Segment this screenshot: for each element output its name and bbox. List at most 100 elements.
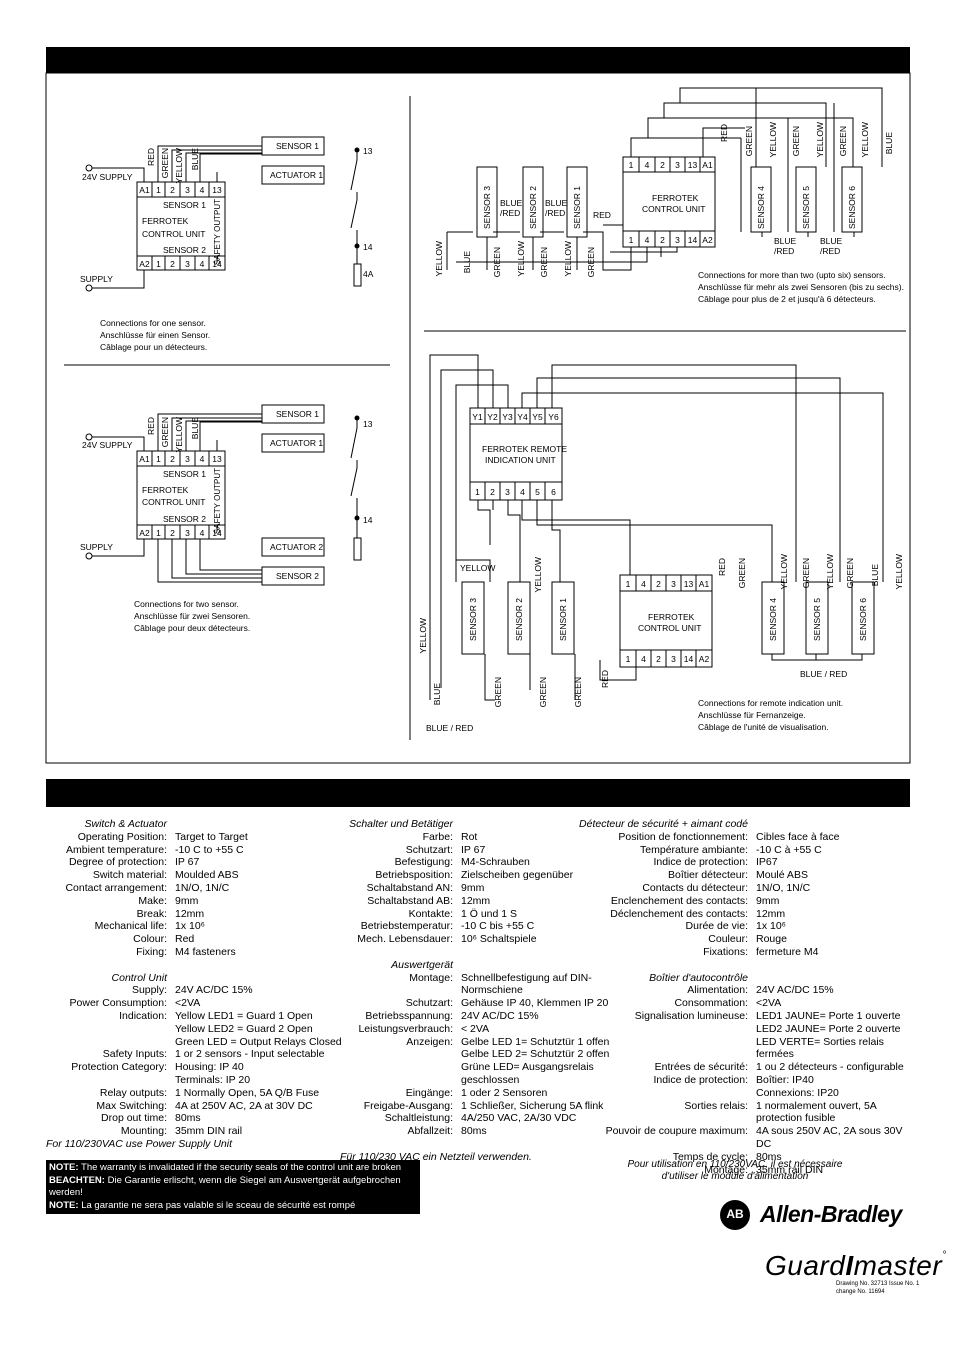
note-fr: NOTE: La garantie ne sera pas valable si… bbox=[49, 1200, 417, 1213]
spec-label: Contacts du détecteur: bbox=[642, 881, 748, 894]
spec-row: Contact arrangement:1N/O, 1N/C bbox=[46, 882, 346, 895]
terminal: 2 bbox=[490, 487, 495, 497]
note-text: Die Garantie erlischt, wenn die Siegel a… bbox=[49, 1174, 401, 1199]
spec-value: 24V AC/DC 15% bbox=[461, 1009, 539, 1022]
d2-unit-sensor2: SENSOR 2 bbox=[163, 514, 206, 524]
terminal: 3 bbox=[185, 454, 190, 464]
sensor4-d4 bbox=[761, 581, 785, 655]
spec-row: Position de fonctionnement:Cibles face à… bbox=[560, 831, 910, 844]
d3-sensor4: SENSOR 4 bbox=[756, 186, 766, 229]
actuator2-box-2 bbox=[261, 537, 325, 557]
spec-label: Position de fonctionnement: bbox=[618, 830, 748, 843]
spec-value: Rot bbox=[461, 830, 478, 843]
spec-value: 1x 10⁶ bbox=[756, 920, 787, 933]
d1-actuator-label: ACTUATOR 1 bbox=[270, 170, 324, 180]
d3-sensor2: SENSOR 2 bbox=[528, 186, 538, 229]
spec-value: LED1 JAUNE= Porte 1 ouverte bbox=[756, 1009, 901, 1022]
caption-line: Connections for remote indication unit. bbox=[698, 698, 844, 708]
spec-value: M4 fasteners bbox=[175, 945, 236, 958]
spec-row: Terminals: IP 20 bbox=[46, 1074, 346, 1087]
note-label: NOTE: bbox=[49, 1162, 79, 1173]
spec-value: LED VERTE= Sorties relais fermées bbox=[756, 1035, 884, 1061]
d4-sensor1: SENSOR 1 bbox=[558, 598, 568, 641]
spec-row: Fixing:M4 fasteners bbox=[46, 946, 346, 959]
d2-wire-red: RED bbox=[146, 417, 156, 435]
spec-row: Fixations:fermeture M4 bbox=[560, 946, 910, 959]
d4-unit-name2: CONTROL UNIT bbox=[638, 623, 702, 633]
spec-label: Für 110/230 VAC ein Netzteil verwenden. bbox=[340, 1150, 532, 1163]
spec-value: protection fusible bbox=[756, 1112, 836, 1125]
sensor5-d3 bbox=[795, 166, 817, 233]
spec-label: Couleur: bbox=[708, 933, 748, 946]
d3-wire-bottom: YELLOW bbox=[563, 241, 573, 277]
terminal: A2 bbox=[698, 654, 710, 664]
terminal: 1 bbox=[156, 259, 161, 269]
spec-label: Sorties relais: bbox=[684, 1099, 748, 1112]
spec-label: Mounting: bbox=[120, 1125, 167, 1138]
spec-value: 9mm bbox=[175, 894, 199, 907]
spec-row: Betriebsposition:Zielscheiben gegenüber bbox=[340, 869, 640, 882]
d1-supply-top: 24V SUPPLY bbox=[82, 172, 133, 182]
note-de: BEACHTEN: Die Garantie erlischt, wenn di… bbox=[49, 1175, 417, 1200]
spec-row: For 110/230VAC use Power Supply Unit bbox=[46, 1138, 346, 1151]
terminal: 1 bbox=[628, 235, 634, 245]
d1-safety-output: SAFETY OUTPUT bbox=[213, 199, 222, 266]
d3-sensor1: SENSOR 1 bbox=[572, 186, 582, 229]
spec-value: LED2 JAUNE= Porte 2 ouverte bbox=[756, 1022, 901, 1035]
spec-label: Make: bbox=[138, 894, 167, 907]
d2-actuator1-label: ACTUATOR 1 bbox=[270, 438, 324, 448]
spec-value: <2VA bbox=[175, 997, 201, 1010]
spec-row: Make: 9mm bbox=[46, 895, 346, 908]
spec-row: Green LED = Output Relays Closed bbox=[46, 1036, 346, 1049]
spec-label: Indice de protection: bbox=[653, 856, 748, 869]
terminal: 2 bbox=[170, 259, 175, 269]
terminal: 3 bbox=[185, 185, 190, 195]
spec-row: Durée de vie:1x 10⁶ bbox=[560, 920, 910, 933]
spec-row: Alimentation:24V AC/DC 15% bbox=[560, 984, 910, 997]
spec-row: Montage:35mm rail DIN bbox=[560, 1164, 910, 1177]
spec-label bbox=[46, 1036, 175, 1049]
drawing-line: Drawing No. 32713 Issue No. 1 bbox=[836, 1281, 920, 1287]
spec-label: Boîtier détecteur: bbox=[668, 869, 748, 882]
d4-sensor3: SENSOR 3 bbox=[468, 598, 478, 641]
d1-wire-green: GREEN bbox=[160, 148, 170, 179]
spec-row: Temps de cycle:80ms bbox=[560, 1151, 910, 1164]
spec-row: Schalter und Betätiger bbox=[340, 818, 640, 831]
caption-line: Connections for two sensor. bbox=[134, 599, 239, 609]
spec-row: Enclenchement des contacts:9mm bbox=[560, 895, 910, 908]
d3-wire-top: GREEN bbox=[838, 126, 848, 157]
spec-value: 10⁶ Schaltspiele bbox=[461, 933, 537, 946]
d3-wire-top: BLUE bbox=[884, 132, 894, 155]
spec-value: Connexions: IP20 bbox=[756, 1086, 839, 1099]
terminal: 13 bbox=[687, 160, 698, 170]
d3-blue-red-d: BLUE/RED bbox=[820, 236, 842, 256]
wire-label: BLUE bbox=[500, 198, 523, 208]
sensor2-d4 bbox=[507, 581, 531, 655]
spec-row: LED2 JAUNE= Porte 2 ouverte bbox=[560, 1023, 910, 1036]
d4-green-c: GREEN bbox=[573, 677, 583, 708]
spec-row: Mechanical life:1x 10⁶ bbox=[46, 920, 346, 933]
d3-caption: Connections for more than two (upto six)… bbox=[698, 270, 904, 304]
diagram-two-sensors bbox=[85, 404, 362, 586]
terminal: 4 bbox=[199, 259, 205, 269]
terminal: 2 bbox=[170, 454, 175, 464]
terminal: A1 bbox=[139, 454, 150, 464]
terminal: A2 bbox=[139, 528, 150, 538]
caption-line: Anschlüsse für mehr als zwei Sensoren (b… bbox=[698, 282, 904, 292]
spec-label: Schutzart: bbox=[405, 843, 453, 856]
sensor4-d3 bbox=[750, 166, 772, 233]
wire-label: /RED bbox=[545, 208, 566, 218]
terminal: Y5 bbox=[532, 412, 543, 422]
terminal: 14 bbox=[212, 528, 222, 538]
terminal: Y2 bbox=[487, 412, 498, 422]
terminal: 1 bbox=[475, 487, 480, 497]
caption-line: Anschlüsse für einen Sensor. bbox=[100, 330, 211, 340]
spec-row: Température ambiante:-10 C à +55 C bbox=[560, 844, 910, 857]
d1-out14: 14 bbox=[363, 242, 373, 252]
spec-row: Sorties relais:1 normalement ouvert, 5A bbox=[560, 1100, 910, 1113]
spec-row: Indication:Yellow LED1 = Guard 1 Open bbox=[46, 1010, 346, 1023]
spec-value bbox=[756, 818, 910, 831]
brand-name: Allen-Bradley bbox=[760, 1201, 902, 1227]
spec-label: For 110/230VAC use Power Supply Unit bbox=[46, 1137, 232, 1150]
d3-sensor5: SENSOR 5 bbox=[801, 186, 811, 229]
